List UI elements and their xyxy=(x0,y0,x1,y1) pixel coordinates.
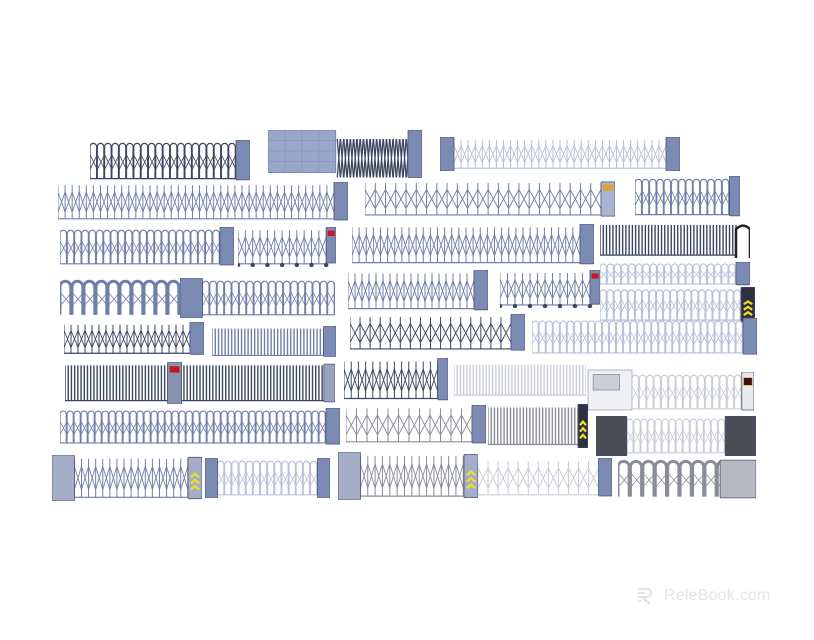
gate-model xyxy=(205,458,330,498)
watermark: ReleBook.com xyxy=(636,587,770,605)
gate-model xyxy=(365,180,615,218)
gate-model xyxy=(454,362,586,398)
gate-model xyxy=(596,416,756,456)
gate-model xyxy=(52,455,202,501)
gate-model xyxy=(600,287,755,323)
gate-model xyxy=(346,405,486,445)
gate-model xyxy=(478,458,612,498)
gate-model xyxy=(488,404,588,448)
gate-model xyxy=(65,362,335,404)
gate-model xyxy=(635,176,740,218)
gate-model xyxy=(600,262,750,286)
gate-model xyxy=(180,278,335,318)
gate-model xyxy=(60,227,234,267)
gate-model xyxy=(58,182,348,222)
gate-model xyxy=(600,222,750,258)
gate-model xyxy=(618,458,756,500)
watermark-text: ReleBook.com xyxy=(664,587,771,604)
gate-model xyxy=(238,227,336,267)
gate-model xyxy=(338,452,478,500)
gate-model xyxy=(440,137,680,171)
gate-model xyxy=(348,270,488,312)
gate-model xyxy=(586,368,634,412)
gate-model xyxy=(90,140,250,182)
relebook-logo-icon xyxy=(638,587,653,605)
gate-model xyxy=(532,318,757,356)
gate-model xyxy=(350,314,525,352)
gate-model xyxy=(500,270,600,308)
gate-model xyxy=(60,278,180,318)
gate-model xyxy=(60,408,340,446)
gate-model xyxy=(64,322,204,356)
gate-model xyxy=(212,326,336,358)
gate-model xyxy=(352,224,594,266)
gate-model xyxy=(632,372,754,412)
gate-model xyxy=(268,130,422,180)
gate-model xyxy=(344,358,448,402)
